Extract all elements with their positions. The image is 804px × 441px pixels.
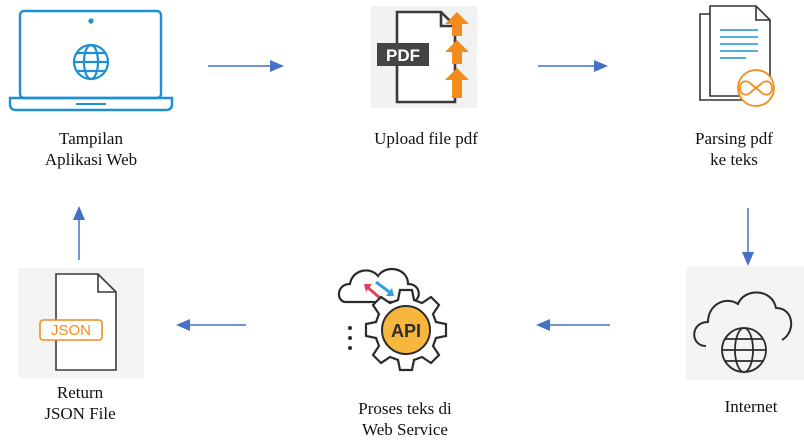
- json-badge: JSON: [51, 322, 91, 339]
- api-gear-icon: API: [337, 267, 448, 372]
- pdf-upload-icon: PDF: [371, 6, 477, 108]
- upload-pdf-label: Upload file pdf: [374, 129, 478, 148]
- arrow-service-to-json: [176, 319, 246, 331]
- web-service-label: Proses teks di Web Service: [358, 399, 452, 439]
- parsing-label: Parsing pdf ke teks: [695, 129, 773, 169]
- parsing-node: [696, 4, 786, 108]
- internet-node: [686, 266, 804, 380]
- pdf-badge: PDF: [386, 46, 420, 65]
- arrow-internet-to-service: [536, 319, 610, 331]
- arrow-upload-to-parsing: [538, 60, 608, 72]
- document-parse-icon: [699, 5, 775, 107]
- cloud-globe-icon: [686, 266, 804, 380]
- internet-label: Internet: [724, 397, 778, 416]
- api-badge: API: [391, 321, 421, 341]
- return-json-label: Return JSON File: [44, 383, 116, 423]
- arrow-web-to-upload: [208, 60, 284, 72]
- arrow-json-to-web: [73, 206, 85, 260]
- laptop-globe-icon: [8, 9, 174, 112]
- upload-pdf-node: PDF: [371, 6, 477, 108]
- return-json-node: JSON: [18, 268, 144, 378]
- json-file-icon: JSON: [18, 268, 144, 378]
- web-app-node: [6, 8, 176, 114]
- web-app-label: Tampilan Aplikasi Web: [44, 129, 138, 169]
- web-service-node: API: [336, 262, 462, 374]
- arrow-parsing-to-internet: [742, 208, 754, 266]
